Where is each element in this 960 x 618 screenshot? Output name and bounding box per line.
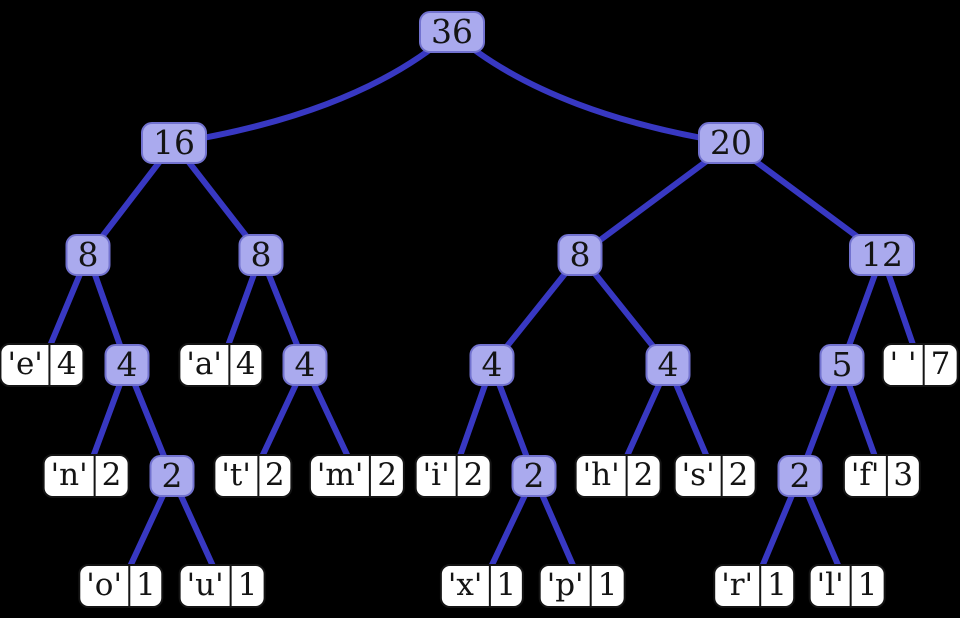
leaf-char: 'h' bbox=[582, 457, 620, 493]
leaf-char: 't' bbox=[221, 457, 251, 493]
leaf-count: 1 bbox=[759, 566, 793, 606]
leaf-char: 'i' bbox=[422, 457, 450, 493]
internal-node-2: 2 bbox=[777, 455, 823, 497]
internal-node-16: 16 bbox=[141, 122, 207, 164]
leaf-count: 1 bbox=[488, 566, 522, 606]
node-value: 36 bbox=[431, 12, 473, 51]
leaf-node-h: 'h'2 bbox=[574, 454, 662, 498]
leaf-char: ' ' bbox=[889, 346, 917, 382]
leaf-char: 'r' bbox=[721, 567, 754, 603]
leaf-node-a: 'a'4 bbox=[178, 343, 264, 387]
internal-node-4: 4 bbox=[645, 344, 691, 386]
internal-node-4: 4 bbox=[104, 344, 150, 386]
node-value: 4 bbox=[116, 345, 138, 384]
internal-node-8: 8 bbox=[557, 234, 603, 276]
node-value: 8 bbox=[250, 235, 272, 274]
node-value: 20 bbox=[710, 123, 752, 162]
internal-node-4: 4 bbox=[469, 344, 515, 386]
internal-node-8: 8 bbox=[65, 234, 111, 276]
node-value: 2 bbox=[523, 456, 545, 495]
leaf-count: 3 bbox=[885, 456, 919, 496]
leaf-char: 'm' bbox=[316, 457, 364, 493]
leaf-node-t: 't'2 bbox=[213, 454, 293, 498]
leaf-char: 'f' bbox=[850, 457, 880, 493]
leaf-count: 4 bbox=[227, 345, 262, 385]
leaf-count: 1 bbox=[229, 566, 264, 606]
leaf-node-n: 'n'2 bbox=[42, 454, 130, 498]
leaf-node-space: ' '7 bbox=[881, 343, 959, 387]
leaf-node-u: 'u'1 bbox=[178, 564, 266, 608]
leaf-count: 2 bbox=[720, 456, 755, 496]
internal-node-36: 36 bbox=[419, 11, 485, 53]
leaf-count: 2 bbox=[256, 456, 291, 496]
leaf-node-l: 'l'1 bbox=[808, 564, 886, 608]
internal-node-20: 20 bbox=[698, 122, 764, 164]
leaf-char: 'o' bbox=[86, 567, 122, 603]
internal-node-2: 2 bbox=[511, 455, 557, 497]
leaf-char: 'u' bbox=[186, 567, 224, 603]
leaf-node-s: 's'2 bbox=[673, 454, 757, 498]
node-value: 5 bbox=[831, 345, 853, 384]
leaf-count: 4 bbox=[48, 345, 83, 385]
leaf-count: 2 bbox=[455, 456, 490, 496]
node-value: 8 bbox=[77, 235, 99, 274]
tree-edge bbox=[449, 29, 734, 146]
leaf-char: 'e' bbox=[7, 346, 43, 382]
leaf-count: 7 bbox=[922, 345, 957, 385]
leaf-char: 's' bbox=[681, 457, 715, 493]
leaf-char: 'n' bbox=[50, 457, 88, 493]
node-value: 2 bbox=[789, 456, 811, 495]
leaf-node-i: 'i'2 bbox=[414, 454, 492, 498]
leaf-char: 'p' bbox=[546, 567, 584, 603]
leaf-node-m: 'm'2 bbox=[308, 454, 406, 498]
node-value: 4 bbox=[657, 345, 679, 384]
node-value: 12 bbox=[861, 235, 903, 274]
leaf-count: 1 bbox=[849, 566, 884, 606]
node-value: 8 bbox=[569, 235, 591, 274]
node-value: 4 bbox=[294, 345, 316, 384]
internal-node-12: 12 bbox=[849, 234, 915, 276]
leaf-count: 1 bbox=[127, 566, 162, 606]
leaf-char: 'l' bbox=[816, 567, 844, 603]
leaf-count: 2 bbox=[93, 456, 128, 496]
leaf-count: 1 bbox=[589, 566, 624, 606]
leaf-node-o: 'o'1 bbox=[78, 564, 164, 608]
internal-node-8: 8 bbox=[238, 234, 284, 276]
node-value: 4 bbox=[481, 345, 503, 384]
leaf-char: 'x' bbox=[447, 567, 483, 603]
leaf-char: 'a' bbox=[186, 346, 222, 382]
internal-node-4: 4 bbox=[282, 344, 328, 386]
internal-node-2: 2 bbox=[149, 455, 195, 497]
internal-node-5: 5 bbox=[819, 344, 865, 386]
leaf-node-e: 'e'4 bbox=[0, 343, 85, 387]
leaf-node-x: 'x'1 bbox=[439, 564, 525, 608]
leaf-node-p: 'p'1 bbox=[538, 564, 626, 608]
node-value: 16 bbox=[153, 123, 195, 162]
node-value: 2 bbox=[161, 456, 183, 495]
leaf-node-f: 'f'3 bbox=[842, 454, 922, 498]
tree-edge bbox=[171, 29, 455, 146]
leaf-node-r: 'r'1 bbox=[713, 564, 795, 608]
leaf-count: 2 bbox=[369, 456, 403, 496]
leaf-count: 2 bbox=[625, 456, 660, 496]
